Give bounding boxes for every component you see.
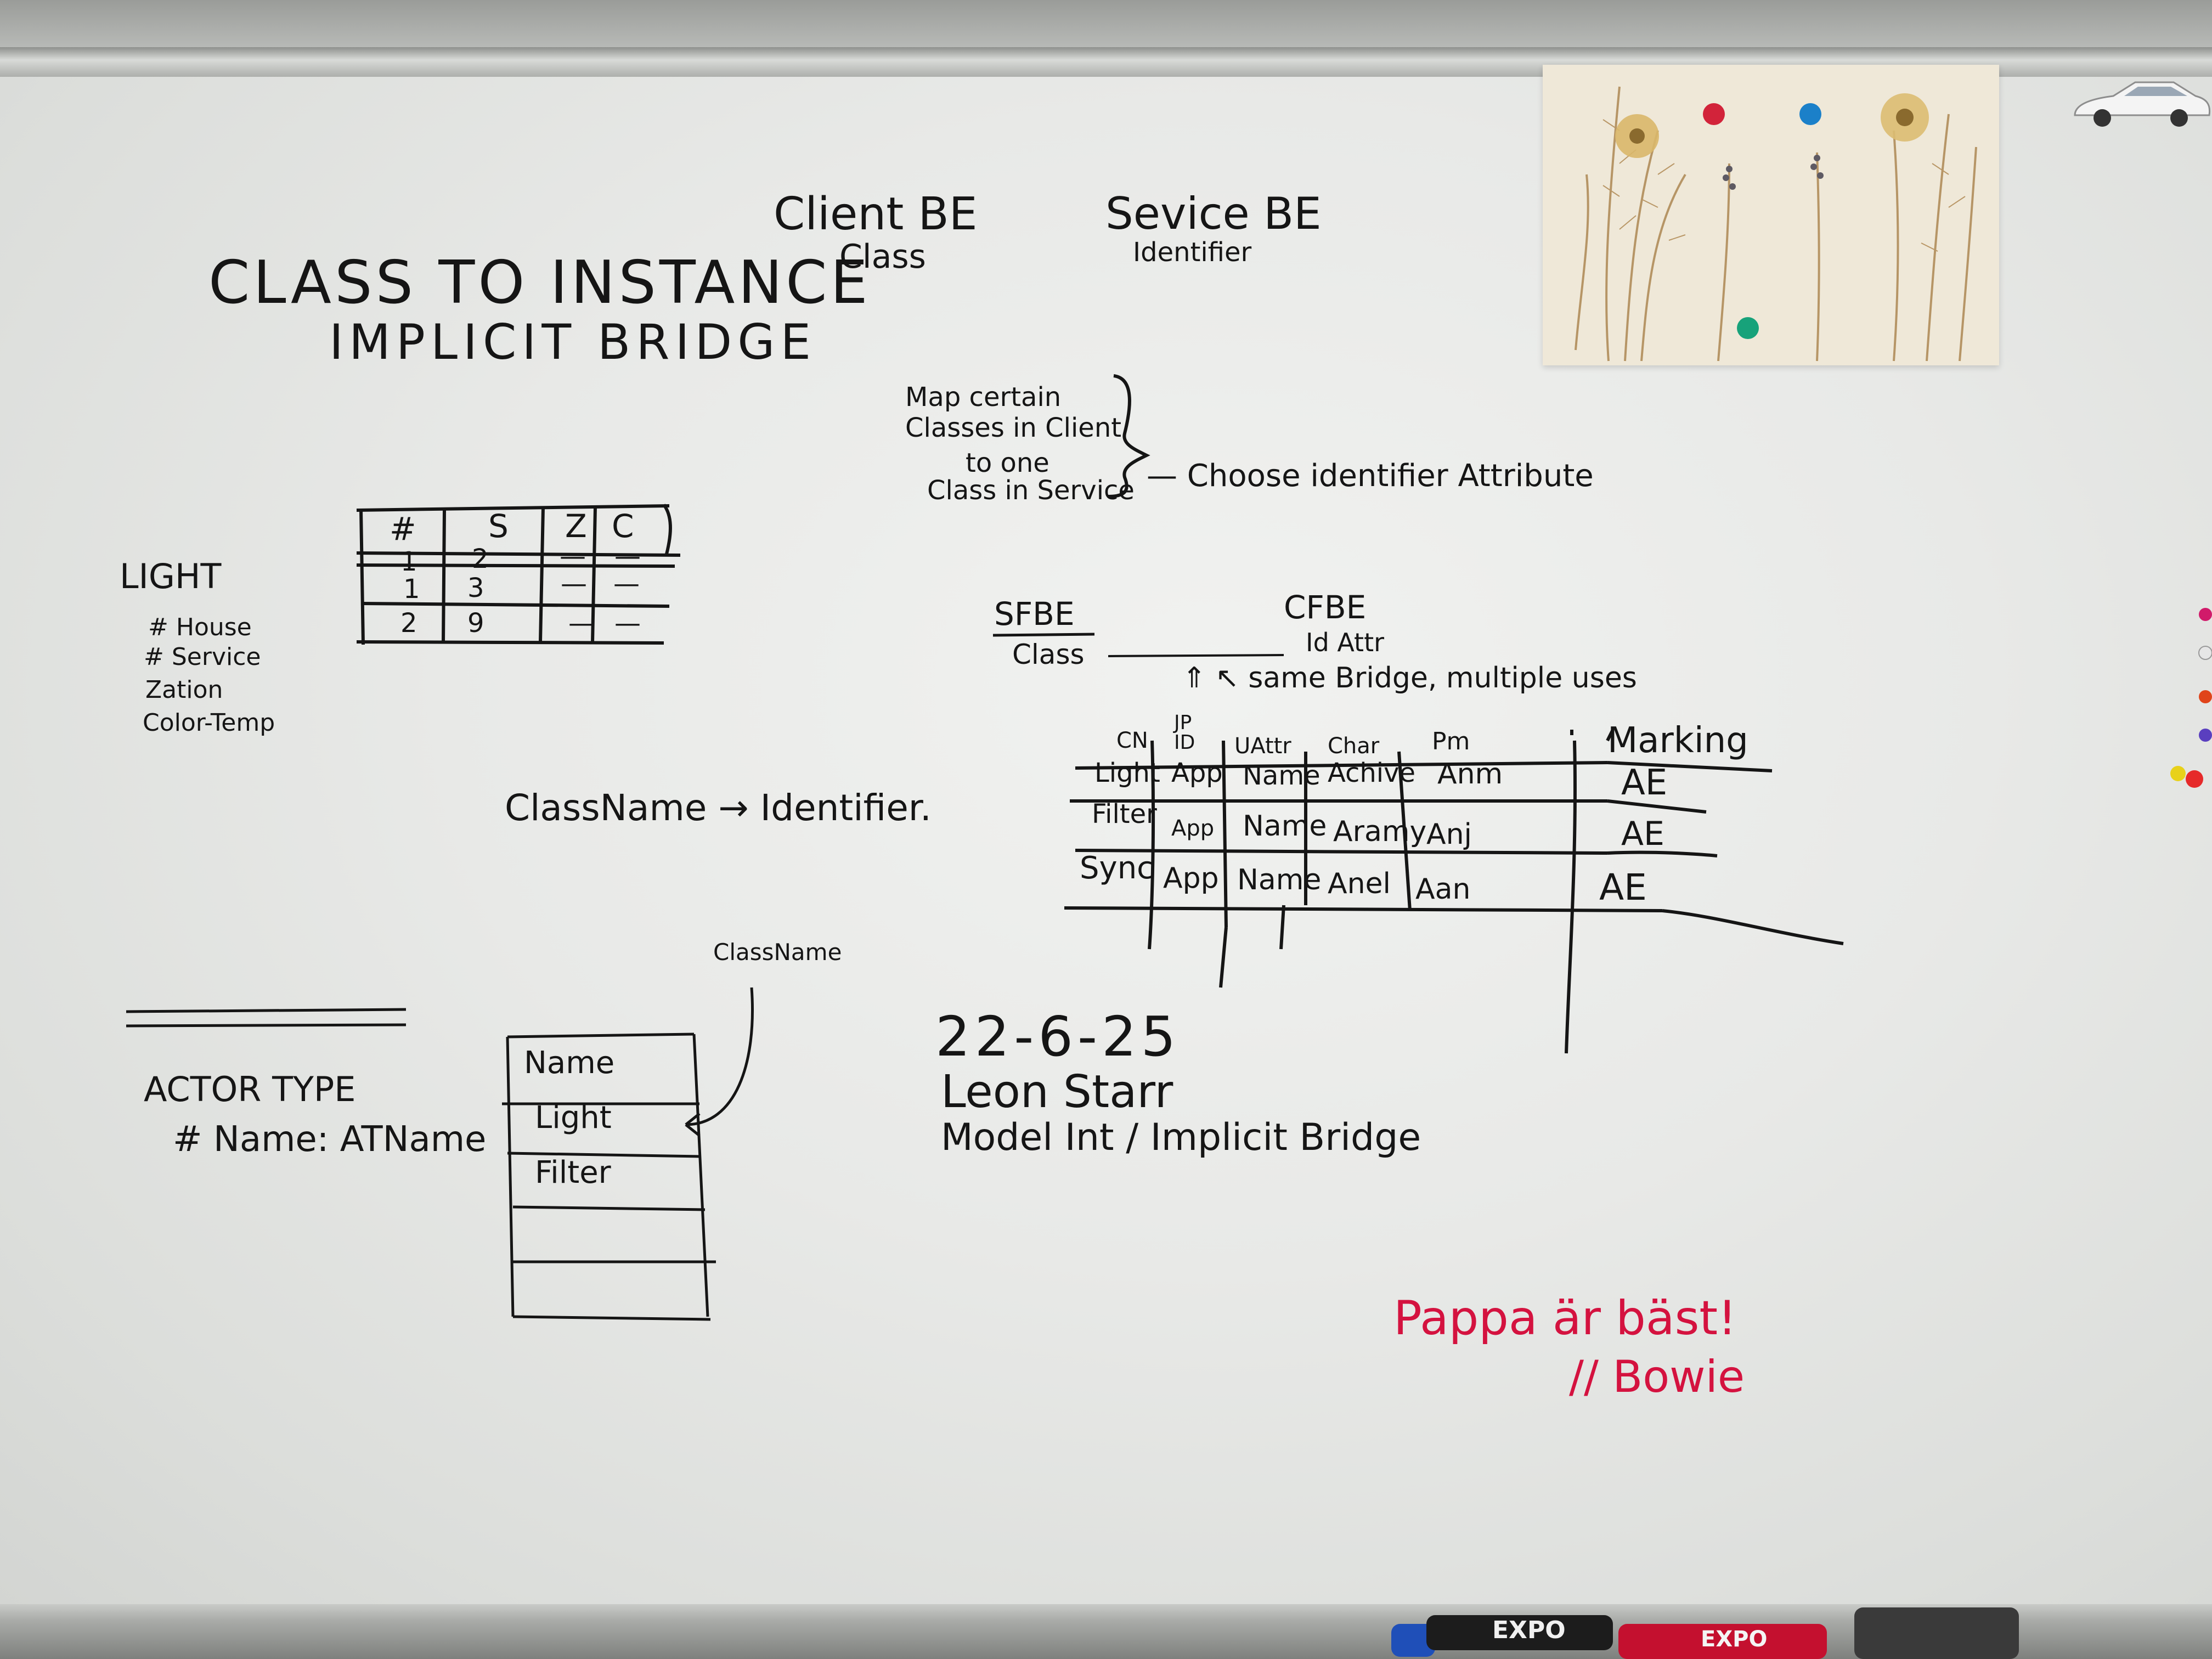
big-table-header-char: Char [1328,733,1380,759]
small-table-r1c3: — [560,541,586,572]
board-title-line2: IMPLICIT BRIDGE [329,314,817,370]
double-underline [126,1008,407,1028]
sfbe-underline [992,633,1284,657]
small-table-r2c2: 3 [467,573,484,603]
big-table-header-cn: CN [1116,728,1148,753]
callout-arrow [685,987,754,1137]
same-bridge-note: ⇑ ↖ same Bridge, multiple uses [1182,662,1637,695]
big-table-r2-uattr: Name [1243,810,1327,843]
big-table-r3-jp: App [1163,862,1219,895]
big-table-header-jp: JP ID [1174,712,1195,754]
marker-black-label: EXPO [1492,1616,1566,1644]
list-box-header: Name [524,1045,615,1081]
marker-red-label: EXPO [1701,1627,1768,1652]
actor-type-title: ACTOR TYPE [144,1069,356,1109]
small-table-r3c2: 9 [467,608,484,639]
eraser [1854,1607,2019,1659]
small-table-r3c3: — [568,608,595,639]
red-signature: // Bowie [1569,1351,1745,1402]
small-table-r3c1: 2 [400,608,417,639]
small-table-header-3: Z [565,507,587,545]
big-table-r3-char: Anel [1328,867,1391,900]
list-box-lines [502,1032,716,1321]
small-table-header-1: # [390,510,416,548]
big-table-r2-pm: Anj [1426,818,1472,851]
marker-red [1618,1624,1827,1659]
marker-black [1426,1615,1613,1650]
small-table-header-2: S [488,507,509,545]
class-name-callout: ClassName [713,939,842,966]
curly-brace [1108,374,1150,498]
small-table-r1c2: 2 [472,544,489,574]
big-table-r1-jp: App [1171,758,1223,788]
side-magnets [2170,608,2212,788]
big-table-r3-pm: Aan [1415,873,1471,906]
big-table-header-uattr: UAttr [1234,733,1291,759]
pressed-flower-sheet [1543,65,1999,365]
client-be-sub: Class [839,238,926,276]
list-box-item-light: Light [535,1100,612,1136]
date-text: 22-6-25 [935,1005,1181,1069]
classname-to-identifier: ClassName → Identifier. [505,787,932,829]
actor-type-attr: # Name: ATName [173,1119,487,1160]
big-table-r2-marking: AE [1621,815,1664,853]
board-title-line1: CLASS TO INSTANCE [208,249,871,317]
small-table-r2c3: — [561,568,587,599]
big-table-r1-cn: Light [1094,758,1160,788]
big-table-r1-uattr: Name [1243,760,1321,791]
big-table-lines [1064,729,1844,1054]
cfbe-sub: Id Attr [1306,628,1385,657]
marker-tray [0,1604,2212,1659]
service-be-label: Sevice BE [1105,188,1322,239]
red-message: Pappa är bäst! [1393,1291,1737,1346]
big-table-r2-cn: Filter [1092,799,1157,830]
choose-identifier-note: — Choose identifier Attribute [1147,458,1594,494]
small-table-r1c1: 1 [400,546,417,577]
car-icon [2074,81,2211,127]
big-table-r1-marking: AE [1621,763,1668,803]
big-table-r1-char: Achive [1328,758,1416,788]
big-table-r3-marking: AE [1599,866,1647,909]
small-table-lines [356,504,680,645]
light-attr-1: # House [148,613,252,641]
big-table-r2-jp: App [1171,816,1215,841]
light-attr-2: # Service [144,643,261,671]
small-table-r3c4: — [614,608,641,639]
big-table-r3-cn: Sync [1080,850,1154,886]
map-note-line4: Class in Service [927,475,1135,506]
big-table-r2-char: Aramy [1333,815,1427,848]
map-note-line2: Classes in Client [905,413,1122,443]
small-table-r2c4: — [613,568,640,599]
map-note-line3: to one [966,448,1049,478]
pressed-flowers-illustration [1575,86,1977,362]
small-table-r1c4: — [614,541,641,572]
big-table-r1-pm: Anm [1437,758,1503,791]
small-table-r2c1: 1 [403,574,420,605]
service-be-sub: Identifier [1133,237,1252,268]
big-table-header-marking: Marking [1607,720,1748,761]
cfbe-label: CFBE [1284,589,1367,626]
small-table-header-4: C [612,507,634,545]
map-note-line1: Map certain [905,382,1062,413]
light-attr-3: Zation [145,676,223,704]
author-text: Leon Starr [941,1066,1173,1118]
big-table-r3-uattr: Name [1237,864,1322,896]
list-box-item-filter: Filter [535,1155,611,1190]
subject-text: Model Int / Implicit Bridge [941,1116,1421,1159]
big-table-header-pm: Pm [1432,727,1470,755]
sfbe-label: SFBE [994,595,1075,633]
client-be-label: Client BE [774,188,978,240]
light-title: LIGHT [120,556,222,596]
sfbe-sub: Class [1012,639,1085,670]
car-magnet [2069,71,2212,132]
light-attr-4: Color-Temp [143,709,275,737]
